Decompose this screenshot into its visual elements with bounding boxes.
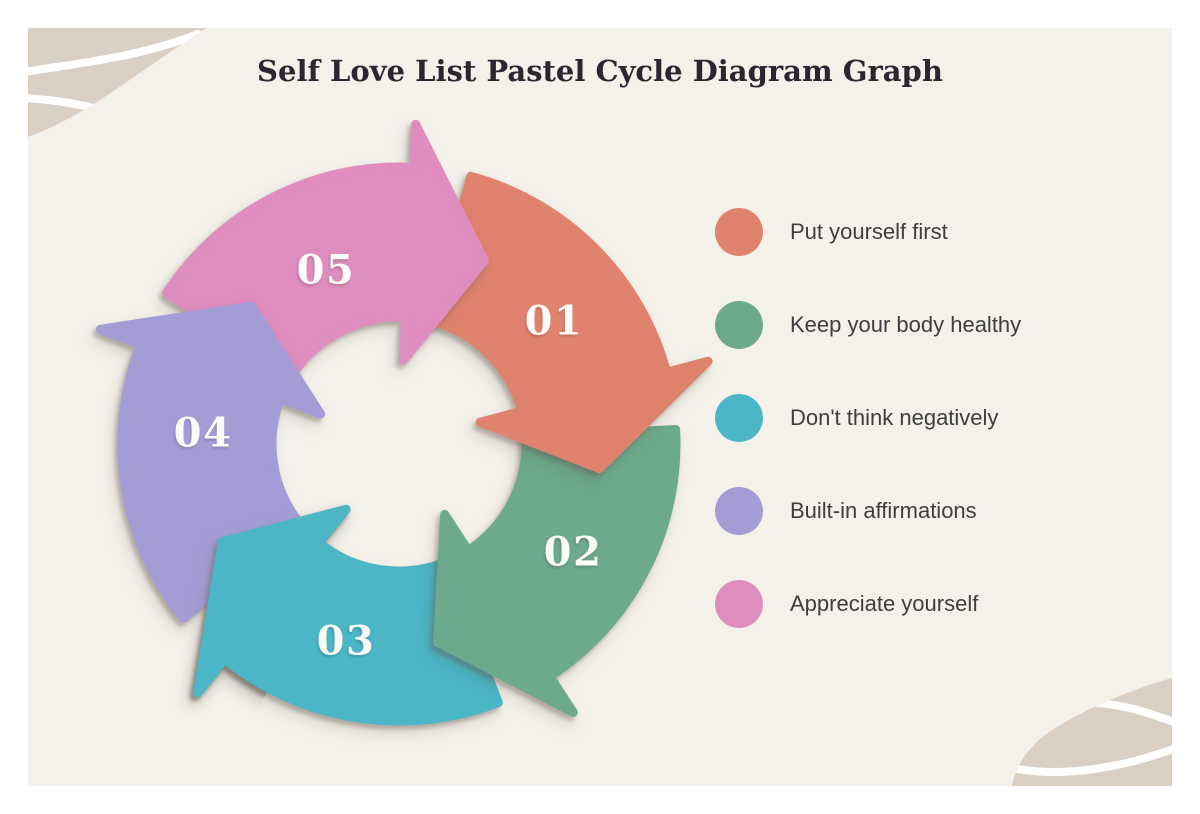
wave-line (1012, 744, 1172, 776)
legend-item-label: Built-in affirmations (790, 498, 977, 523)
page-title: Self Love List Pastel Cycle Diagram Grap… (257, 54, 943, 88)
legend-item: Built-in affirmations (715, 487, 1021, 535)
legend: Put yourself first Keep your body health… (715, 208, 1021, 673)
corner-blob-bottom-right (1012, 678, 1172, 786)
cycle-step-number: 04 (174, 410, 233, 457)
cycle-arrow-01 (427, 171, 713, 474)
cycle-step-number: 01 (525, 298, 584, 345)
legend-item: Appreciate yourself (715, 580, 1021, 628)
legend-item: Put yourself first (715, 208, 1021, 256)
cycle-step-number: 02 (544, 529, 603, 576)
legend-color-dot (715, 394, 763, 442)
cycle-diagram: 01 02 03 04 05 (95, 119, 713, 726)
legend-color-dot (715, 580, 763, 628)
cycle-step-number: 03 (317, 618, 376, 665)
legend-item: Don't think negatively (715, 394, 1021, 442)
legend-color-dot (715, 301, 763, 349)
legend-color-dot (715, 487, 763, 535)
legend-item-label: Keep your body healthy (790, 312, 1022, 337)
legend-item-label: Appreciate yourself (790, 591, 979, 616)
legend-item-label: Don't think negatively (790, 405, 999, 430)
legend-item: Keep your body healthy (715, 301, 1021, 349)
wave-line (28, 30, 202, 76)
cycle-step-number: 05 (297, 247, 356, 294)
cycle-arrow-02 (433, 425, 681, 717)
legend-color-dot (715, 208, 763, 256)
legend-item-label: Put yourself first (790, 219, 948, 244)
